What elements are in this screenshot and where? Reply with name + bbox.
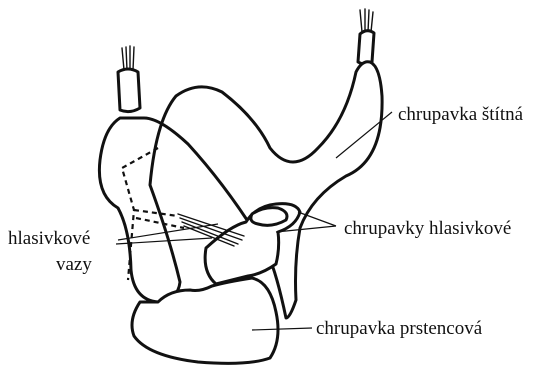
left-horn-fibers xyxy=(122,46,134,70)
right-horn-fibers xyxy=(360,9,373,32)
left-horn-tip xyxy=(118,69,140,112)
label-cricoid: chrupavka prstencová xyxy=(316,318,483,339)
label-vocal-cords-line1: hlasivkové xyxy=(8,228,90,249)
arytenoid-cap xyxy=(251,208,287,226)
label-arytenoid: chrupavky hlasivkové xyxy=(344,218,511,239)
right-horn-tip xyxy=(358,31,374,64)
label-vocal-cords-line2: vazy xyxy=(56,254,92,275)
label-thyroid: chrupavka štítná xyxy=(398,104,524,125)
